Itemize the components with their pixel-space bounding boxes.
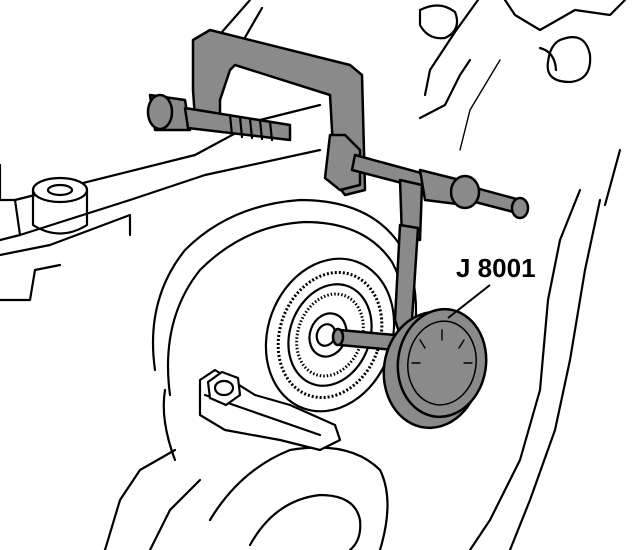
pulley-icon — [264, 257, 396, 413]
indicator-rod — [350, 153, 530, 242]
callout-leader-line — [447, 284, 491, 319]
block-boss — [31, 176, 89, 235]
clamp-screw — [146, 93, 292, 142]
engine-block — [0, 0, 627, 550]
bolt-icon — [206, 370, 242, 407]
tool-callout: J 8001 — [447, 253, 536, 319]
tool-label: J 8001 — [456, 253, 536, 283]
dial-indicator-icon — [382, 307, 488, 430]
